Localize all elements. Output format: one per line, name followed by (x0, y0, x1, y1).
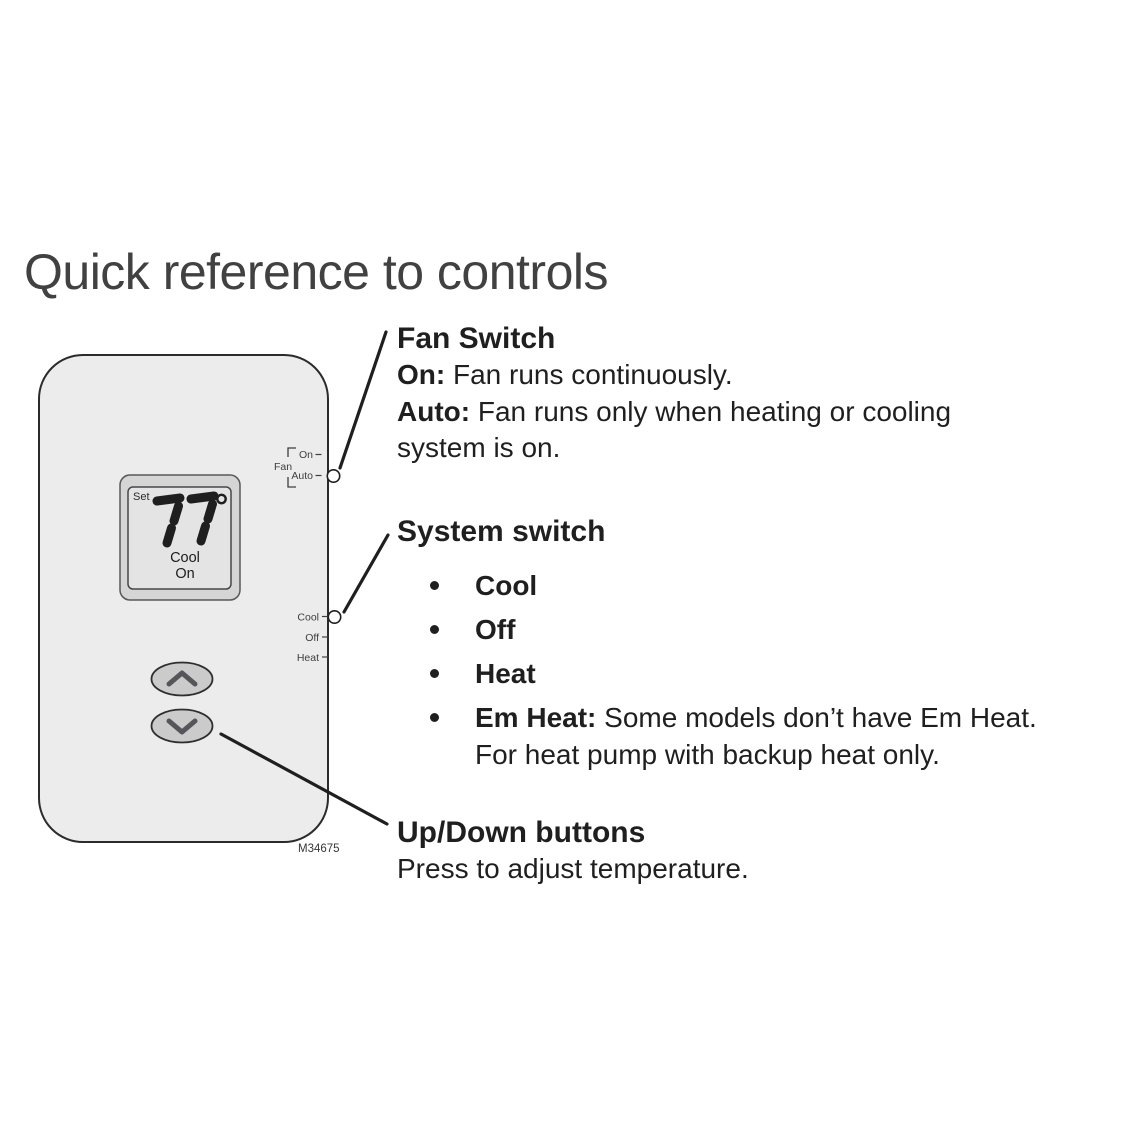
degree-icon (216, 493, 227, 505)
bullet-icon (430, 669, 439, 678)
display-screen (127, 486, 232, 590)
system-position-off-label: Off (305, 632, 319, 644)
fan-auto-description: Auto: Fan runs only when heating or cool… (397, 395, 952, 464)
updown-callout-title: Up/Down buttons (397, 816, 646, 849)
display-mode-line2: On (175, 566, 194, 582)
system-position-cool-label: Cool (297, 612, 319, 624)
chevron-down-icon (166, 718, 198, 735)
display-mode-line1: Cool (170, 550, 200, 566)
updown-callout-body: Press to adjust temperature. (397, 851, 1045, 888)
fan-on-description: On: Fan runs continuously. (397, 359, 733, 390)
setpoint-digits: 77 (152, 491, 219, 548)
fan-callout-line (338, 330, 388, 470)
system-position-heat-label: Heat (297, 652, 319, 664)
system-switch-callout: System switch (397, 514, 1045, 550)
fan-bracket (287, 447, 296, 488)
system-option-em-heat: Em Heat: Some models don’t have Em Heat.… (430, 700, 1120, 773)
system-switch-options-list: Cool Off Heat Em Heat: Some models don’t… (430, 568, 1120, 781)
fan-position-auto-label: Auto (291, 470, 313, 482)
bullet-icon (430, 713, 439, 722)
updown-buttons-callout: Up/Down buttons Press to adjust temperat… (397, 815, 1045, 888)
system-option-off: Off (430, 612, 1120, 649)
display-set-label: Set (133, 491, 150, 503)
thermostat-diagram: Set 77 Cool On Fan On Auto Cool Off Heat (38, 330, 390, 855)
fan-position-on-label: On (299, 449, 313, 461)
system-option-heat: Heat (430, 656, 1120, 693)
page-title: Quick reference to controls (24, 244, 609, 300)
system-callout-line (342, 533, 390, 614)
model-number: M34675 (298, 843, 340, 855)
fan-switch-knob (326, 468, 341, 483)
system-switch-knob (327, 609, 342, 624)
bullet-icon (430, 625, 439, 634)
system-option-cool: Cool (430, 568, 1120, 605)
updown-callout-line (219, 732, 389, 826)
down-button (150, 708, 214, 744)
system-switch-callout-title: System switch (397, 515, 606, 548)
fan-switch-callout-title: Fan Switch (397, 322, 556, 355)
fan-switch-callout: Fan Switch On: Fan runs continuously. Au… (397, 321, 1045, 467)
bullet-icon (430, 581, 439, 590)
chevron-up-icon (166, 670, 198, 687)
up-button (150, 661, 214, 697)
updown-description: Press to adjust temperature. (397, 853, 749, 884)
fan-group-label: Fan (274, 461, 292, 473)
fan-switch-callout-body: On: Fan runs continuously. Auto: Fan run… (397, 357, 1045, 467)
